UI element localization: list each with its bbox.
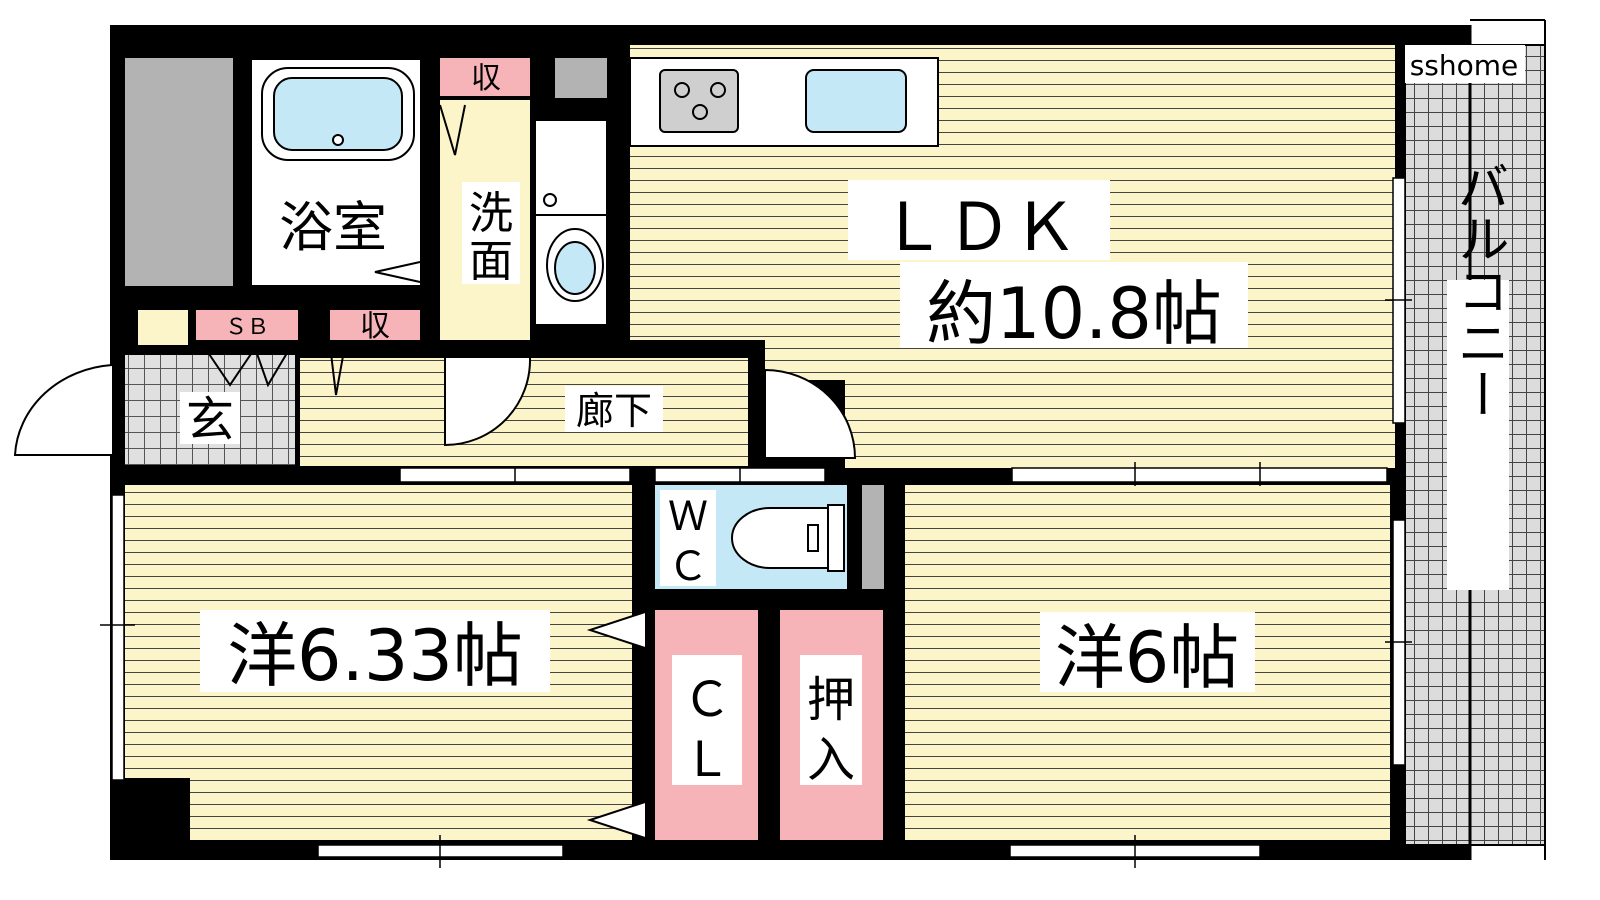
hallway-label: 廊下 [576, 389, 652, 433]
bath-label: 浴室 [279, 196, 387, 259]
ldk-name-label: ＬＤＫ [880, 189, 1078, 266]
wc-label-bottom: Ｃ [668, 544, 708, 590]
oshiire-label-bottom: 入 [807, 732, 855, 788]
washroom-door [444, 357, 532, 447]
washroom-label-bottom: 面 [469, 236, 513, 287]
closet-label-bottom: Ｌ [683, 732, 731, 788]
shoebox [196, 310, 298, 340]
ldk-door [764, 369, 857, 459]
stove-icon [659, 69, 739, 133]
balcony-label: バルコニー [1448, 160, 1508, 420]
storage-top-label: 収 [471, 61, 501, 96]
window-west [111, 494, 125, 781]
toilet-icon [731, 507, 829, 569]
shoebox-area [138, 310, 188, 345]
kitchen-sink-icon [805, 69, 907, 133]
ldk-size-label: 約10.8帖 [926, 273, 1222, 355]
shoebox-label: ＳＢ [225, 315, 269, 340]
western-left-label: 洋6.33帖 [227, 615, 523, 697]
oshiire-label-top: 押 [807, 672, 855, 728]
gray-pipe [555, 58, 607, 98]
entrance-door [13, 364, 113, 456]
western-right-label: 洋6帖 [1055, 617, 1240, 699]
wc-label-top: Ｗ [668, 494, 708, 540]
storage-hall [330, 310, 420, 340]
gray-shaft [125, 58, 233, 286]
closet-label-top: Ｃ [683, 672, 731, 728]
entrance-label: 玄 [186, 392, 234, 448]
storage-top [440, 58, 530, 96]
storage-hall-label: 収 [360, 309, 390, 344]
washroom-label-top: 洗 [469, 188, 513, 239]
watermark-label: sshome [1410, 49, 1519, 82]
